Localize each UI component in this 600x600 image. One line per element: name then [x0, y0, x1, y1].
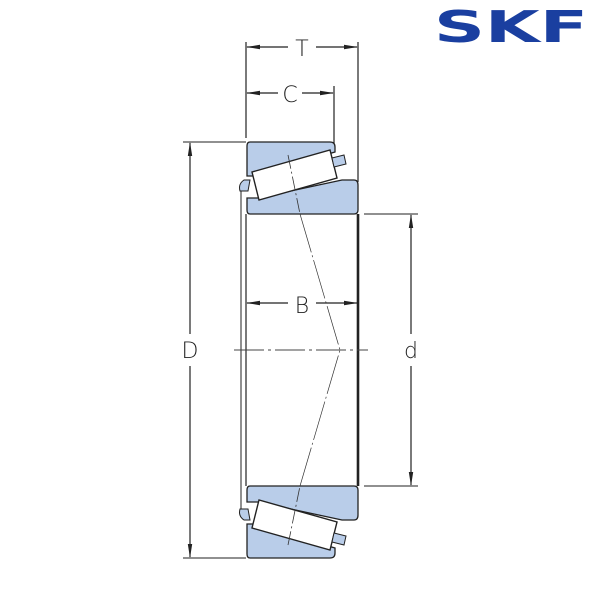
dimension-T: T [245, 37, 359, 182]
cage-left-top [239, 179, 251, 192]
dimension-D: D [182, 141, 246, 559]
skf-logo: SKF [434, 8, 588, 46]
cage-right-top [331, 154, 347, 168]
top-section [239, 141, 359, 215]
skf-logo-text: SKF [434, 8, 588, 46]
roller-top [251, 149, 338, 201]
label-B: B [295, 294, 309, 319]
dimension-d: d [364, 213, 418, 487]
bottom-section [239, 485, 359, 559]
label-d: d [404, 339, 418, 364]
dimension-B: B [246, 294, 358, 319]
inner-ring-top [246, 179, 359, 215]
dimension-C: C [246, 83, 335, 150]
label-D: D [182, 339, 199, 364]
roller-bottom [251, 499, 338, 551]
inner-ring-bottom [246, 485, 359, 521]
cage-left-bottom [239, 508, 251, 521]
label-T: T [295, 37, 308, 62]
cage-right-bottom [331, 532, 347, 546]
label-C: C [282, 83, 297, 108]
